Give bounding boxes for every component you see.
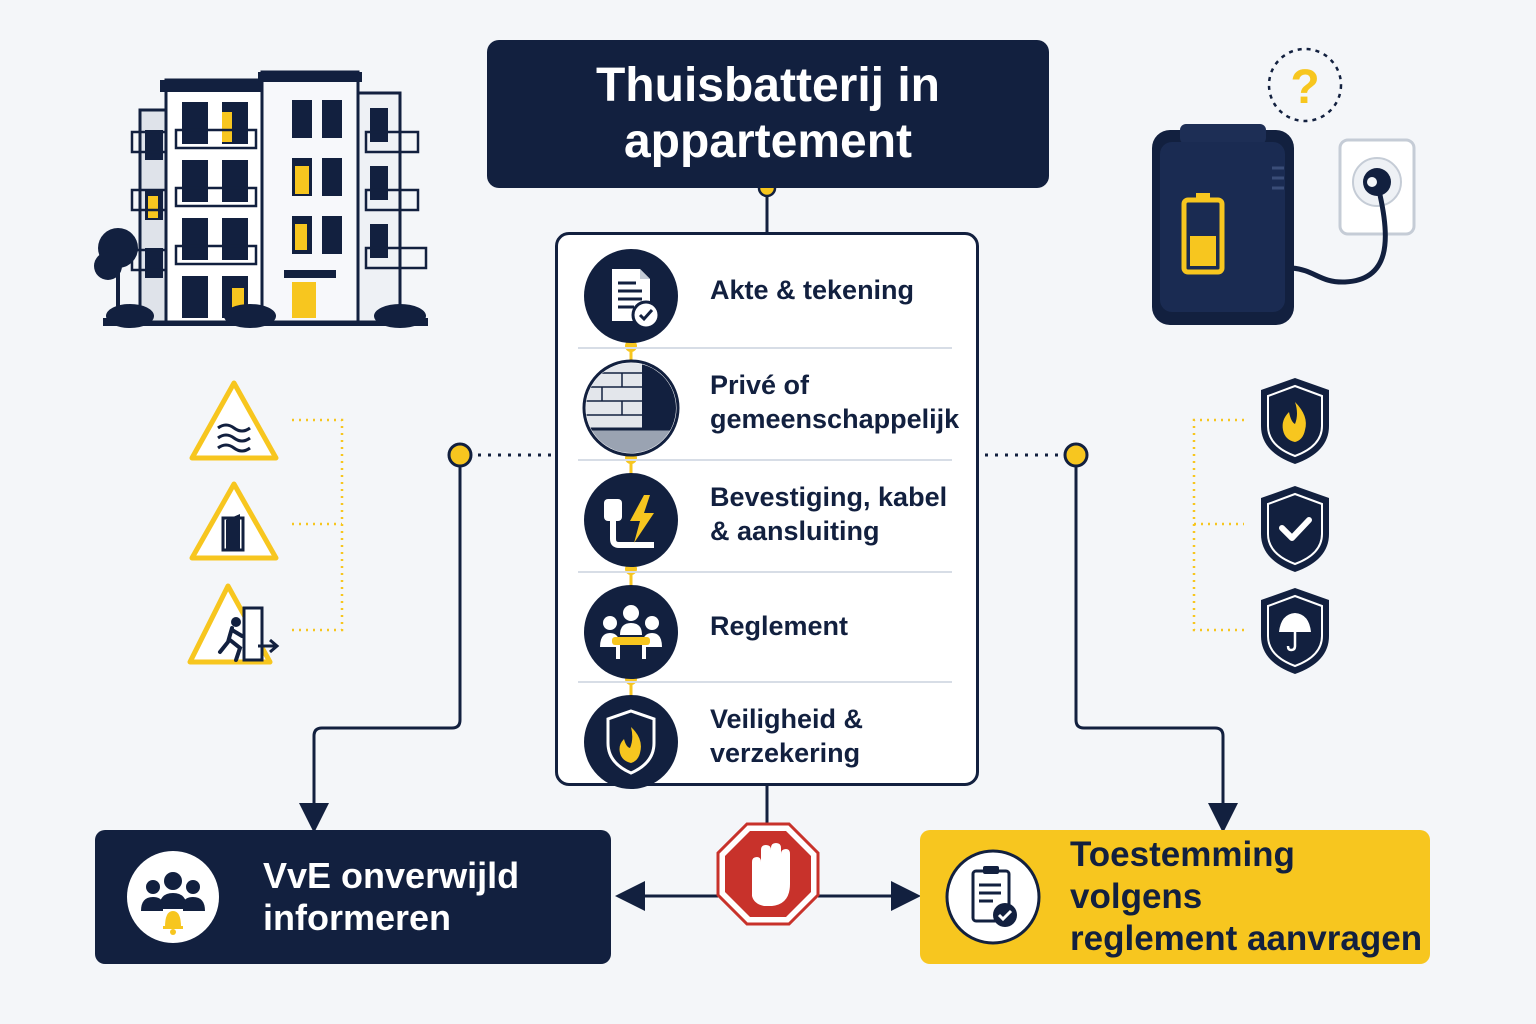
divider	[578, 459, 952, 461]
divider	[578, 571, 952, 573]
title-line-2: appartement	[623, 115, 913, 168]
action-request-consent: Toestemming volgens reglement aanvragen	[920, 830, 1430, 964]
door-warning-icon	[189, 481, 279, 561]
title-box: Thuisbatterij in appartement	[487, 40, 1049, 188]
home-battery-icon: ?	[1152, 47, 1416, 325]
title-line-1: Thuisbatterij in	[595, 59, 940, 112]
exit-warning-icon	[187, 583, 280, 665]
group-bell-icon	[127, 851, 219, 943]
warning-bracket	[292, 418, 344, 632]
checklist-label: Reglement	[710, 611, 849, 641]
checklist-label: Akte & tekening	[710, 275, 915, 305]
right-connector	[985, 442, 1238, 833]
divider	[578, 681, 952, 683]
fire-shield-icon	[584, 695, 678, 789]
umbrella-shield-icon	[1261, 588, 1329, 674]
shield-bracket	[1192, 418, 1244, 632]
action-inform-vve: VvE onverwijld informeren	[95, 830, 611, 964]
stop-hand-icon	[716, 822, 820, 926]
bottom-connector	[615, 786, 921, 911]
checklist-item-akte: Akte & tekening	[558, 235, 976, 345]
water-warning-icon	[189, 380, 279, 461]
clipboard-check-icon	[945, 849, 1041, 945]
apartment-building-icon	[94, 70, 428, 328]
divider	[578, 347, 952, 349]
left-connector	[299, 442, 553, 833]
meeting-table-icon	[584, 585, 678, 679]
checklist-label: Veiligheid &verzekering	[710, 704, 864, 768]
checklist-item-reglement: Reglement	[558, 571, 976, 681]
checklist-label: Bevestiging, kabel& aansluiting	[710, 482, 948, 546]
action-inform-vve-text: VvE onverwijld informeren	[263, 855, 520, 938]
question-mark: ?	[1290, 61, 1319, 114]
action-request-consent-text: Toestemming volgens reglement aanvragen	[1070, 835, 1423, 958]
check-shield-icon	[1261, 486, 1329, 572]
checklist-item-veiligheid: Veiligheid &verzekering	[558, 681, 976, 791]
fire-shield-icon	[1261, 378, 1329, 464]
cable-lightning-icon	[584, 473, 678, 567]
checklist-item-bevestiging: Bevestiging, kabel& aansluiting	[558, 459, 976, 569]
wall-floor-icon	[582, 359, 680, 457]
document-check-icon	[584, 249, 678, 343]
